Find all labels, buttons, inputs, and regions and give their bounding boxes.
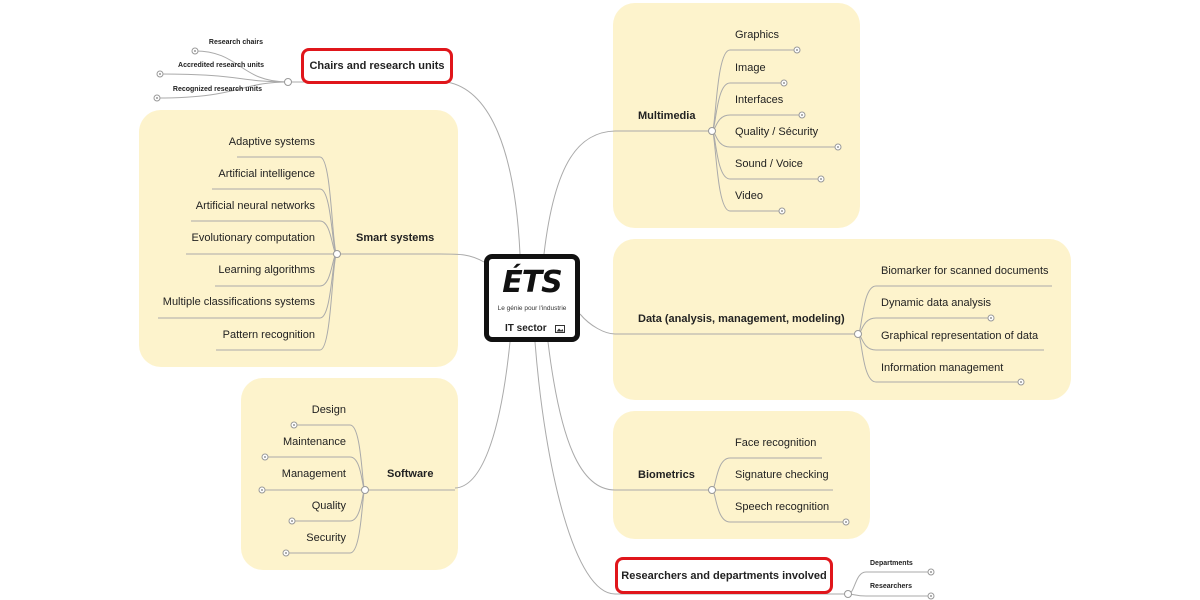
multimedia-item-1[interactable]: Image	[735, 62, 766, 74]
chairs-item-0[interactable]: Research chairs	[208, 39, 263, 46]
software-item-4[interactable]: Security	[306, 532, 346, 544]
software-title[interactable]: Software	[387, 468, 434, 480]
data-item-0[interactable]: Biomarker for scanned documents	[881, 265, 1049, 277]
chairs-node[interactable]: Chairs and research units	[301, 48, 453, 84]
center-title: IT sector	[505, 323, 547, 334]
group-software	[241, 378, 458, 570]
multimedia-item-2[interactable]: Interfaces	[735, 94, 784, 106]
chairs-item-2[interactable]: Recognized research units	[172, 86, 262, 93]
software-item-1[interactable]: Maintenance	[283, 436, 346, 448]
software-item-0[interactable]: Design	[311, 404, 346, 416]
group-smart-systems	[139, 110, 458, 367]
researchers-node[interactable]: Researchers and departments involved	[615, 557, 833, 594]
smart-systems-title[interactable]: Smart systems	[356, 232, 435, 244]
biometrics-item-0[interactable]: Face recognition	[735, 437, 817, 449]
smart-item-2[interactable]: Artificial neural networks	[195, 200, 315, 212]
smart-item-4[interactable]: Learning algorithms	[218, 264, 315, 276]
multimedia-item-0[interactable]: Graphics	[735, 29, 780, 41]
biometrics-title[interactable]: Biometrics	[638, 469, 695, 481]
ets-logo: ÉTS	[502, 265, 563, 300]
data-item-2[interactable]: Graphical representation of data	[881, 330, 1039, 342]
chairs-item-1[interactable]: Accredited research units	[178, 62, 264, 69]
researchers-item-1[interactable]: Researchers	[870, 583, 913, 590]
logo-tagline: Le génie pour l'industrie	[497, 305, 567, 312]
group-biometrics	[613, 411, 870, 539]
biometrics-item-1[interactable]: Signature checking	[735, 469, 829, 481]
smart-item-5[interactable]: Multiple classifications systems	[162, 296, 315, 308]
smart-item-1[interactable]: Artificial intelligence	[218, 168, 315, 180]
software-item-3[interactable]: Quality	[311, 500, 346, 512]
smart-item-6[interactable]: Pattern recognition	[222, 329, 315, 341]
smart-item-3[interactable]: Evolutionary computation	[191, 232, 315, 244]
multimedia-item-5[interactable]: Video	[735, 190, 763, 202]
multimedia-title[interactable]: Multimedia	[638, 110, 696, 122]
center-node[interactable]: ÉTS Le génie pour l'industrie IT sector	[484, 254, 580, 342]
multimedia-item-4[interactable]: Sound / Voice	[735, 158, 803, 170]
biometrics-item-2[interactable]: Speech recognition	[735, 501, 830, 513]
smart-item-0[interactable]: Adaptive systems	[228, 136, 315, 148]
image-icon[interactable]	[555, 325, 565, 333]
group-data	[613, 239, 1071, 400]
software-item-2[interactable]: Management	[281, 468, 346, 480]
data-title[interactable]: Data (analysis, management, modeling)	[638, 313, 845, 325]
data-item-3[interactable]: Information management	[881, 362, 1004, 374]
multimedia-item-3[interactable]: Quality / Sécurity	[735, 126, 819, 138]
data-item-1[interactable]: Dynamic data analysis	[881, 297, 992, 309]
researchers-item-0[interactable]: Departments	[870, 560, 913, 567]
